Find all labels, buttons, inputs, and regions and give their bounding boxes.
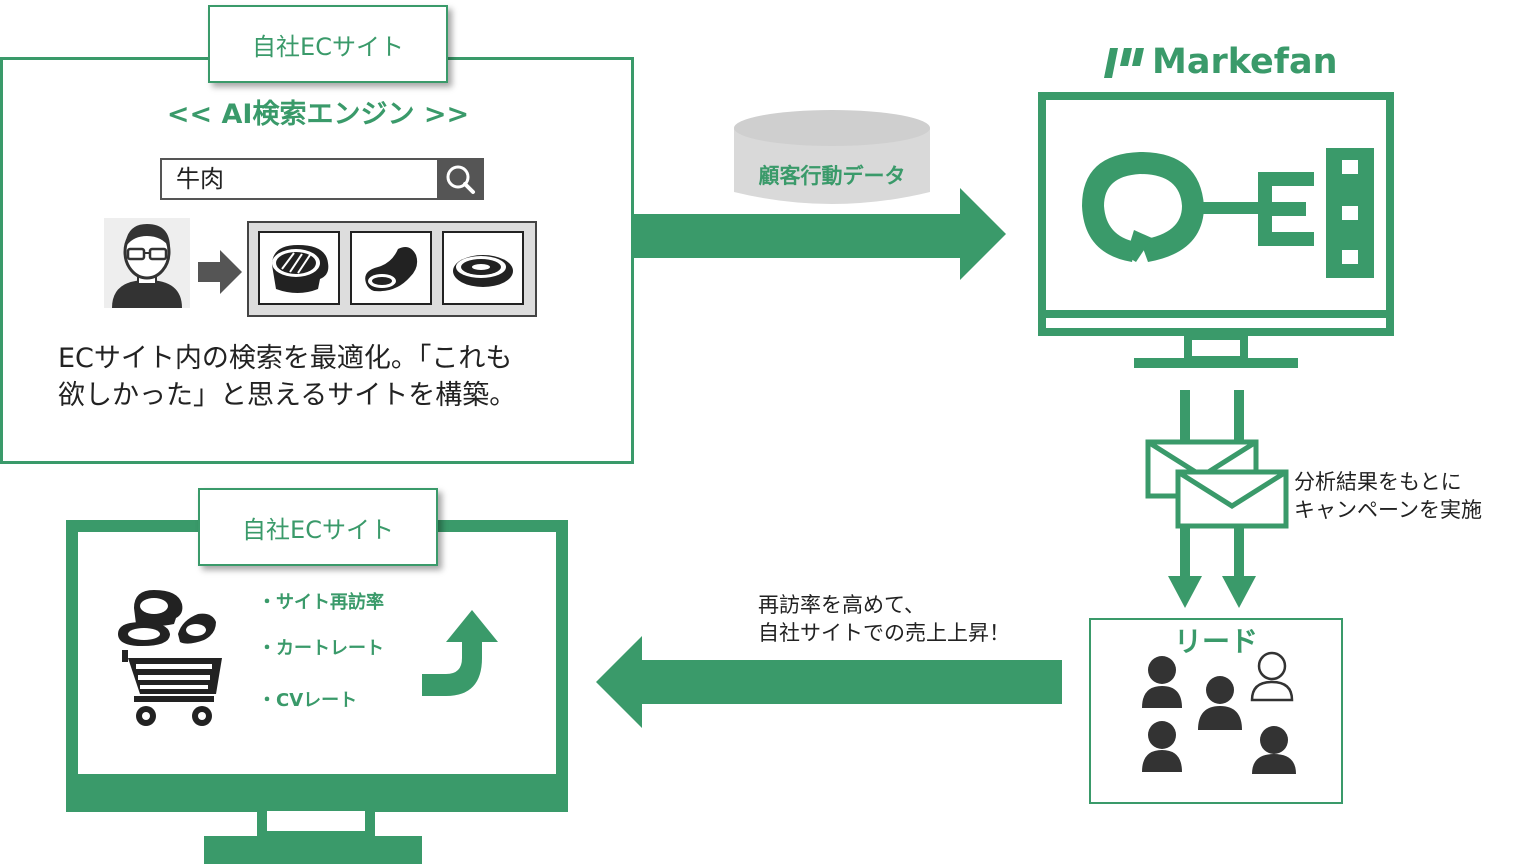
data-flow-arrow: [634, 188, 1006, 280]
increase-arrow-icon: [422, 610, 498, 696]
database-label: 顧客行動データ: [758, 164, 906, 188]
result-item-roast[interactable]: [350, 231, 432, 305]
return-text-line-2: 自社サイトでの売上上昇！: [758, 621, 1010, 645]
return-text-line-1: 再訪率を高めて、: [758, 593, 925, 617]
markefan-logo-text: Markefan: [1152, 42, 1338, 82]
steak-icon: [272, 245, 329, 293]
markefan-symbol-icon: [1082, 148, 1374, 278]
campaign-text-line-2: キャンペーンを実施: [1294, 498, 1482, 522]
user-icon: [104, 218, 190, 308]
email-icon: [1145, 439, 1289, 529]
return-arrow: [596, 636, 1062, 728]
arrow-right-icon: [198, 250, 242, 294]
lead-people-icon: [1142, 651, 1296, 774]
result-item-steak[interactable]: [258, 231, 340, 305]
description-line-1: ECサイト内の検索を最適化。「これも: [58, 343, 513, 374]
ec-site-tag-top: 自社ECサイト: [208, 5, 448, 83]
ec-site-tag-bottom: 自社ECサイト: [198, 488, 438, 566]
description-line-2: 欲しかった」と思えるサイトを構築。: [58, 380, 517, 411]
meat-cart-icon: [118, 590, 222, 726]
metric-cart-rate: ・カートレート: [258, 638, 384, 659]
ai-search-engine-title: << AI検索エンジン >>: [166, 99, 470, 130]
markefan-logo: Markefan: [1100, 40, 1340, 84]
search-button[interactable]: [437, 158, 484, 200]
meat-slice-icon: [453, 255, 513, 287]
roast-meat-icon: [365, 247, 418, 292]
metric-revisit-rate: ・サイト再訪率: [258, 592, 384, 613]
database-icon: [734, 110, 930, 204]
search-icon: [446, 165, 475, 194]
campaign-text-line-1: 分析結果をもとに: [1294, 470, 1462, 494]
result-item-slice[interactable]: [442, 231, 524, 305]
lead-title: リード: [1173, 625, 1258, 658]
markefan-logo-mark: [1104, 48, 1144, 78]
metric-cv-rate: ・CVレート: [258, 690, 358, 711]
search-input[interactable]: 牛肉: [160, 158, 442, 200]
